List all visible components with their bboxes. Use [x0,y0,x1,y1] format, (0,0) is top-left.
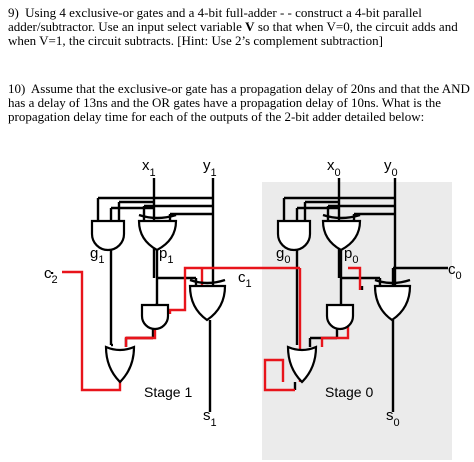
label-x0: x0 [327,157,341,179]
xor-gate-s1 [188,284,227,322]
and-gate-p0-c0 [325,303,355,331]
and-gate-g1 [90,219,126,252]
label-s1: s1 [203,407,217,429]
xor-gate-p0-curve [322,213,361,220]
and-gate-p1-c1 [140,303,170,331]
label-c0: c0 [448,261,462,282]
xor-gate-p1 [137,219,178,252]
stage-0-wires [282,178,448,412]
or-gate-c1 [286,345,318,384]
problem-10: 10) Assume that the exclusive-or gate ha… [8,82,470,124]
xor-gate-s0 [373,284,412,322]
xor-gate-p1-curve [138,213,177,220]
xor-gate-s1-curve [189,278,226,285]
label-g0: g0 [276,245,290,266]
label-c2: c2 [44,265,58,286]
label-y1: y1 [203,157,217,179]
label-c1: c1 [238,269,252,290]
stage-1-wires [50,178,215,412]
problem-9-variable: V [245,19,255,34]
label-y0: y0 [384,157,398,179]
label-x1: x1 [142,157,156,179]
xor-gate-p0 [321,219,362,252]
stage-1-label: Stage 1 [144,384,192,400]
problem-9-number: 9) [8,5,19,20]
problem-10-text: Assume that the exclusive-or gate has a … [8,81,470,124]
label-g1: g1 [90,245,104,266]
stage-0-label: Stage 0 [325,384,373,400]
label-s0: s0 [386,407,400,429]
problem-9-text-a: Using 4 exclusive-or gates and a 4-bit f… [8,5,422,34]
or-gate-c2 [104,345,136,384]
xor-gate-s0-curve [374,278,411,285]
label-p0: p0 [344,245,358,266]
problem-9: 9) Using 4 exclusive-or gates and a 4-bi… [8,6,470,48]
two-bit-adder-diagram: x1 y1 x0 y0 g1 p1 g0 p0 c0 c1 c2 Stage 1… [44,157,462,460]
problem-9-text-b: so that when V=0, the circuit adds and w… [8,19,458,48]
and-gate-g0 [276,219,312,252]
label-p1: p1 [159,245,173,266]
problem-10-number: 10) [8,81,26,96]
